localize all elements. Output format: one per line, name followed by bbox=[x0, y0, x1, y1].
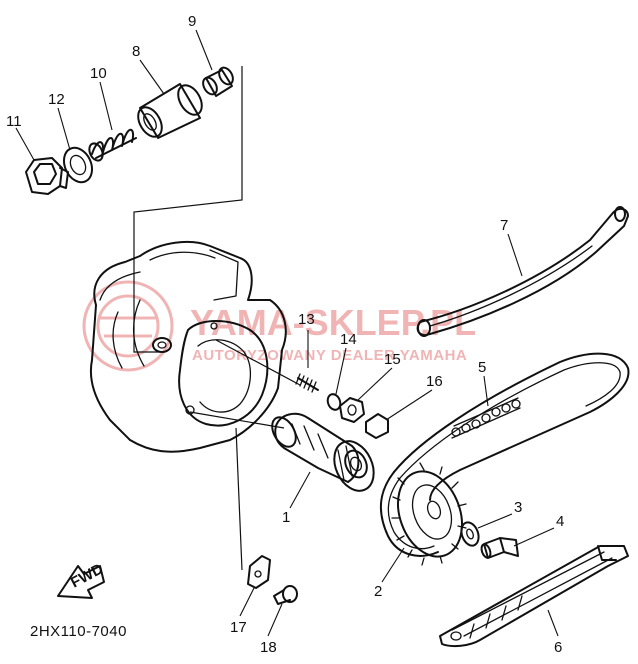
callout-9: 9 bbox=[188, 13, 196, 30]
callout-11: 11 bbox=[6, 113, 22, 130]
callout-pointers bbox=[15, 29, 559, 637]
callout-5: 5 bbox=[478, 359, 486, 376]
callout-4: 4 bbox=[556, 513, 564, 530]
part-3-washer bbox=[460, 521, 480, 547]
part-4-bolt bbox=[480, 537, 519, 559]
part-10-spring bbox=[88, 128, 137, 162]
part-14-clip bbox=[326, 393, 342, 411]
callout-14: 14 bbox=[340, 331, 357, 348]
watermark-logo bbox=[82, 280, 174, 372]
part-18-screw bbox=[273, 585, 298, 605]
part-7-tensioner-guide bbox=[416, 206, 629, 337]
part-2-sprocket bbox=[391, 462, 467, 566]
callout-2: 2 bbox=[374, 583, 382, 600]
watermark-tagline: AUTORYZOWANY DEALER YAMAHA bbox=[192, 347, 467, 364]
part-8-tensioner-body bbox=[137, 83, 203, 139]
part-11-nut bbox=[25, 157, 69, 195]
callout-3: 3 bbox=[514, 499, 522, 516]
part-6-chain-guide bbox=[439, 545, 629, 648]
part-17-plate bbox=[247, 555, 271, 589]
callout-17: 17 bbox=[230, 619, 247, 636]
part-5-cam-chain bbox=[379, 352, 630, 557]
part-13-pin bbox=[295, 373, 319, 393]
callout-6: 6 bbox=[554, 639, 562, 656]
callout-7: 7 bbox=[500, 217, 508, 234]
part-16-cap-nut bbox=[365, 413, 389, 439]
part-12-washer bbox=[62, 146, 94, 184]
part-9-cap bbox=[202, 66, 234, 97]
callout-8: 8 bbox=[132, 43, 140, 60]
part-1-camshaft bbox=[271, 412, 375, 492]
drawing-code: 2HX110-7040 bbox=[30, 623, 127, 640]
watermark: YAMA-SKLEP.PL AUTORYZOWANY DEALER YAMAHA bbox=[82, 280, 476, 372]
chain-links bbox=[451, 397, 521, 439]
callout-12: 12 bbox=[48, 91, 65, 108]
fwd-label: FWD bbox=[68, 560, 106, 591]
callout-13: 13 bbox=[298, 311, 315, 328]
callout-10: 10 bbox=[90, 65, 107, 82]
callout-18: 18 bbox=[260, 639, 277, 656]
leader-lines bbox=[133, 66, 301, 571]
callout-1: 1 bbox=[282, 509, 290, 526]
callout-16: 16 bbox=[426, 373, 443, 390]
callout-15: 15 bbox=[384, 351, 401, 368]
part-15-nut bbox=[339, 397, 365, 423]
crankcase bbox=[89, 240, 287, 453]
callout-labels: 11 12 10 8 9 7 13 14 15 16 5 1 2 3 4 6 1… bbox=[6, 13, 564, 656]
fwd-arrow: FWD bbox=[57, 560, 106, 599]
